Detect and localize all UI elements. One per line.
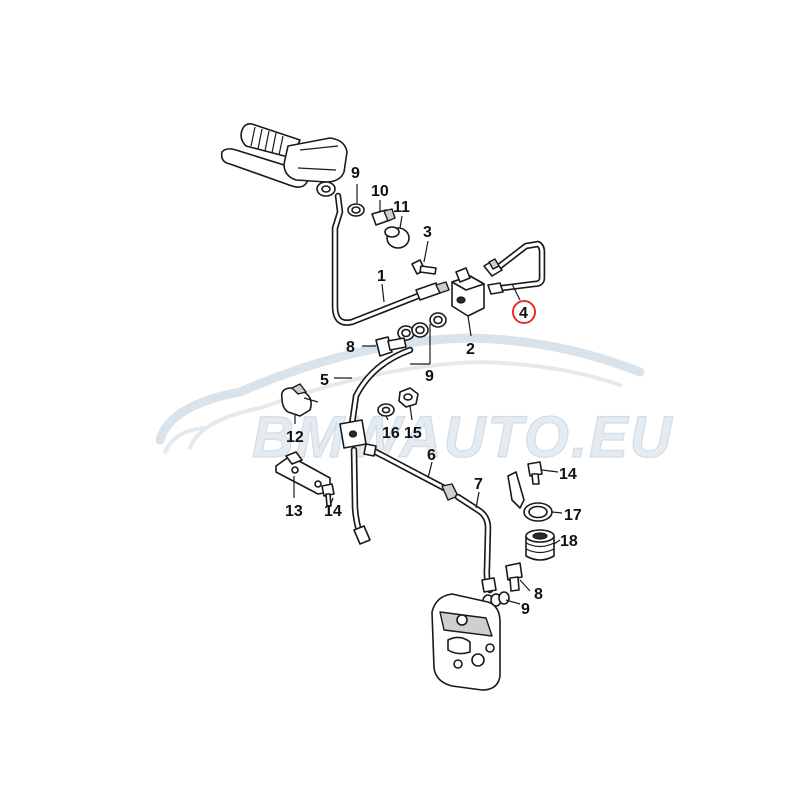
block-top-fitting [455,267,471,283]
part-18-sleeve [525,529,555,561]
callout-16: 16 [382,425,400,442]
part-16-washer [377,403,395,417]
callout-13: 13 [285,503,303,520]
watermark-text: BMWAUTO.EU [252,405,674,470]
brake-lever [220,148,309,188]
callout-11: 11 [393,199,410,216]
callout-3: 3 [423,224,432,241]
part-11-dust-cap [384,226,410,249]
part-15-nut [398,387,419,408]
callout-17: 17 [564,507,582,524]
callout-5: 5 [320,372,329,389]
part-7-brake-hose [454,493,497,594]
callout-18: 18 [560,533,578,550]
part-8-banjo-bolt-upper [375,336,407,357]
grip-ribs [250,126,284,156]
callout-2: 2 [466,341,475,358]
callout-15: 15 [404,425,422,442]
callout-9-mid: 9 [425,368,434,385]
leader-lines [293,184,563,605]
master-cylinder-body [283,137,348,183]
part-14-bolt-left [321,483,335,507]
callouts: 9 10 11 3 1 4 2 8 9 5 12 16 15 6 14 7 17… [285,165,582,618]
callout-10: 10 [371,183,389,200]
part-6-brake-pipe [363,443,459,501]
callout-14-left: 14 [324,503,342,520]
callout-4-highlighted: 4 [519,305,528,322]
callout-6: 6 [427,447,436,464]
highlight-circle [512,300,536,324]
callout-14-right: 14 [559,466,577,483]
bracket-stud [285,451,303,465]
watermark-car-wheel-left [163,426,207,454]
part-4-brake-hose [483,240,546,295]
callout-7: 7 [474,476,483,493]
part-14-bolt-right [527,461,543,485]
callout-8-upper: 8 [346,339,355,356]
banjo-fitting-top-hole [321,185,331,193]
master-cylinder-detail [297,145,339,171]
block-port [456,296,466,304]
callout-9-lower: 9 [521,601,530,618]
watermark-car-line [188,359,622,450]
watermark: BMWAUTO.EU [155,333,674,471]
callout-9-top: 9 [351,165,360,182]
callout-12: 12 [286,429,304,446]
part-1-brake-hose [331,192,450,326]
callout-8-lower: 8 [534,586,543,603]
part-3-bolt [411,259,437,275]
brake-caliper [431,593,501,691]
junction-port [348,430,358,438]
part-2-distributor-block [451,267,485,317]
washer-group-mid [397,312,447,341]
part-9-washer-top [347,203,365,217]
part-8-banjo-bolt-lower [505,562,523,592]
part-17-bracket-ring [507,471,553,522]
callout-1: 1 [377,268,386,285]
part-10-bleed-bolt [371,208,396,226]
part-12-hose-clip [280,383,319,417]
part-5-brake-hose [339,346,414,545]
master-cylinder-assembly [220,123,348,197]
